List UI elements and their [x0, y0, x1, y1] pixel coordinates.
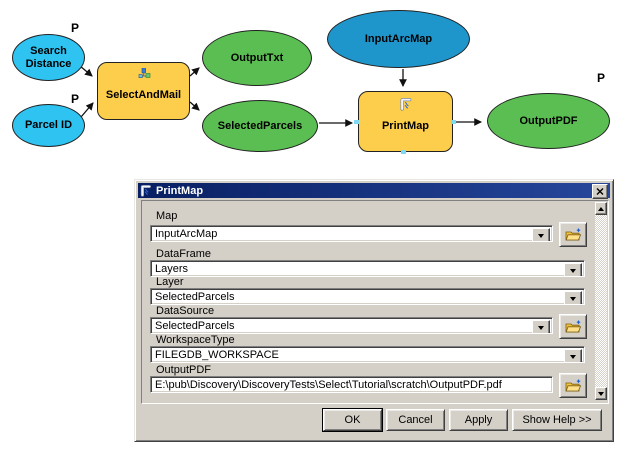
printmap-dialog: PrintMap Map InputArcMap DataFrame Layer…	[134, 179, 614, 442]
connection-tick	[401, 150, 406, 154]
datasource-combobox[interactable]: SelectedParcels	[150, 317, 553, 334]
node-search-distance[interactable]: Search Distance	[12, 34, 85, 81]
open-folder-icon	[565, 320, 581, 332]
connection-tick	[451, 120, 456, 124]
cancel-button[interactable]: Cancel	[386, 409, 445, 431]
dataframe-combobox[interactable]: Layers	[150, 260, 585, 277]
modelbuilder-diagram: P Search Distance P Parcel ID SelectAndM…	[0, 0, 628, 178]
apply-button[interactable]: Apply	[449, 409, 508, 431]
chevron-down-icon[interactable]	[532, 228, 550, 241]
dataframe-value: Layers	[155, 263, 189, 275]
node-label: Parcel ID	[24, 119, 73, 132]
open-folder-icon	[565, 228, 581, 240]
node-label: Search Distance	[25, 45, 72, 70]
close-button[interactable]	[592, 184, 608, 199]
arrow-up-icon	[598, 206, 604, 211]
scroll-down-button[interactable]	[595, 387, 607, 400]
dialog-titlebar[interactable]: PrintMap	[138, 183, 610, 199]
ok-button[interactable]: OK	[323, 409, 382, 431]
node-input-arcmap[interactable]: InputArcMap	[327, 10, 470, 68]
layer-value: SelectedParcels	[155, 291, 235, 303]
dialog-title: PrintMap	[156, 184, 204, 197]
close-icon	[596, 188, 604, 195]
parameter-badge: P	[71, 21, 80, 35]
parameter-badge: P	[71, 92, 80, 106]
outputpdf-input[interactable]: E:\pub\Discovery\DiscoveryTests\Select\T…	[150, 376, 553, 393]
model-icon	[137, 68, 151, 80]
field-label-datasource: DataSource	[156, 305, 215, 317]
map-value: InputArcMap	[155, 228, 218, 240]
node-label: InputArcMap	[364, 32, 433, 45]
map-browse-button[interactable]	[559, 222, 587, 247]
outputpdf-browse-button[interactable]	[559, 373, 587, 398]
connection-tick	[354, 120, 359, 124]
parameter-badge: P	[597, 71, 606, 85]
chevron-down-icon[interactable]	[532, 320, 550, 333]
node-label: SelectAndMail	[105, 89, 182, 101]
show-help-button[interactable]: Show Help >>	[512, 409, 602, 431]
datasource-browse-button[interactable]	[559, 314, 587, 339]
node-output-txt[interactable]: OutputTxt	[202, 30, 312, 86]
node-label: OutputTxt	[230, 51, 284, 64]
layer-combobox[interactable]: SelectedParcels	[150, 288, 585, 305]
diagram-connectors	[79, 65, 483, 127]
scroll-up-button[interactable]	[595, 202, 607, 215]
vertical-scrollbar[interactable]	[595, 202, 607, 400]
chevron-down-icon[interactable]	[564, 263, 582, 276]
datasource-value: SelectedParcels	[155, 320, 235, 332]
chevron-down-icon[interactable]	[564, 291, 582, 304]
field-label-map: Map	[156, 210, 178, 222]
node-label: OutputPDF	[519, 114, 578, 127]
chevron-down-icon[interactable]	[564, 349, 582, 362]
workspacetype-value: FILEGDB_WORKSPACE	[155, 349, 279, 361]
script-icon	[399, 97, 412, 111]
field-label-layer: Layer	[156, 276, 184, 288]
node-output-pdf[interactable]: OutputPDF	[487, 93, 610, 149]
arrow-down-icon	[598, 391, 604, 396]
node-label: PrintMap	[381, 120, 430, 132]
script-icon	[140, 184, 152, 197]
node-select-and-mail[interactable]: SelectAndMail	[97, 62, 190, 120]
map-combobox[interactable]: InputArcMap	[150, 225, 553, 242]
outputpdf-value: E:\pub\Discovery\DiscoveryTests\Select\T…	[155, 379, 502, 391]
open-folder-icon	[565, 379, 581, 391]
field-label-outputpdf: OutputPDF	[156, 364, 212, 376]
node-label: SelectedParcels	[217, 119, 303, 132]
node-selected-parcels[interactable]: SelectedParcels	[202, 100, 318, 152]
field-label-dataframe: DataFrame	[156, 248, 212, 260]
node-print-map[interactable]: PrintMap	[358, 91, 453, 152]
parameter-panel: Map InputArcMap DataFrame Layers Layer S…	[141, 200, 609, 404]
workspacetype-combobox[interactable]: FILEGDB_WORKSPACE	[150, 346, 585, 363]
field-label-workspacetype: WorkspaceType	[156, 334, 235, 346]
node-parcel-id[interactable]: Parcel ID	[12, 104, 85, 147]
